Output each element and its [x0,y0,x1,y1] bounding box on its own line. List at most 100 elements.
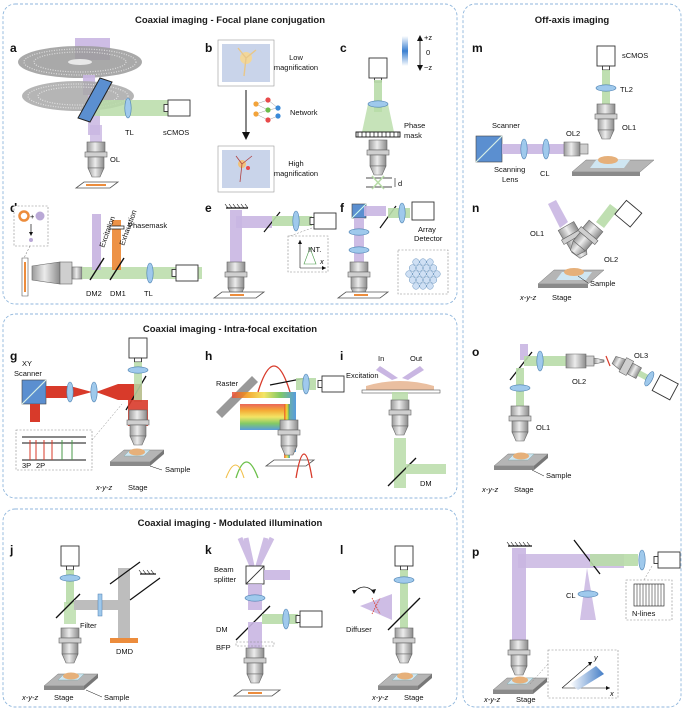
label-y-p: y [593,653,599,662]
section-box-intra [2,313,458,499]
panel-j: j Filter DMD Sample x-y-z Stage [9,543,161,702]
neural-network-icon [253,97,281,123]
label-ol2-o: OL2 [572,377,586,386]
label-mask: mask [404,131,422,140]
label-phasemask: Phasemask [128,221,167,230]
bfp [235,641,275,647]
section-title-modulated: Coaxial imaging - Modulated illumination [138,518,323,529]
section-box-offaxis [462,3,682,708]
panel-letter-n: n [472,201,479,215]
panel-p: p CL N-lines x-y-z Stage y x [472,539,681,704]
label-stage-g: x-y-z [95,483,112,492]
label-zplus: +z [424,33,432,42]
label-tl: TL [125,128,134,137]
label-dm-k: DM [216,625,228,634]
panel-letter-o: o [472,345,479,359]
label-sample-o: Sample [546,471,571,480]
panel-letter-l: l [340,543,343,557]
label-zero: 0 [426,48,430,57]
panel-d: d + Excitation Exhaustion Phasemask DM2 … [10,201,202,298]
label-bfp: BFP [216,643,231,652]
label-x-p: x [609,689,614,698]
panel-i: i In Out Excitation DM [340,349,446,488]
section-box-focal [2,3,458,305]
gaussian-multicolor [235,461,259,479]
label-stage2-g: Stage [128,483,148,492]
label-high-mag: magnification [274,169,318,178]
inset-stripe [547,649,619,699]
diffuser-icon [371,597,381,615]
panel-b: b Low magnification Network High magnifi… [205,39,318,193]
label-tl2: TL2 [620,85,633,94]
label-low-mag: magnification [274,63,318,72]
label-dm-i: DM [420,479,432,488]
label-ol3: OL3 [634,351,648,360]
panel-letter-k: k [205,543,212,557]
label-ol2-m: OL2 [566,129,580,138]
label-dm2: DM2 [86,289,102,298]
label-stage-n: x-y-z [519,293,536,302]
label-x-e: x [319,257,324,266]
label-scanner-m: Scanner [492,121,520,130]
label-phase: Phase [404,121,425,130]
label-in: In [378,354,384,363]
panel-letter-j: j [9,543,13,557]
label-ol1-n: OL1 [530,229,544,238]
gaussian-red [257,365,291,393]
panel-letter-a: a [10,41,17,55]
section-title-offaxis: Off-axis imaging [535,15,610,26]
label-detector: Detector [414,234,443,243]
label-scanning: Scanning [494,165,525,174]
label-stage-p: x-y-z [483,695,500,704]
label-stage2-o: Stage [514,485,534,494]
panel-a: a TL sCMOS OL [10,38,191,189]
label-ol1-o: OL1 [536,423,550,432]
filter [97,593,103,617]
label-zminus: −z [424,63,432,72]
dmd [110,638,138,643]
label-excitation-i: Excitation [346,371,379,380]
label-cl-m: CL [540,169,550,178]
panel-l: l Diffuser x-y-z Stage [340,543,433,702]
label-array: Array [418,225,436,234]
label-ol: OL [110,155,120,164]
label-int: INT. [308,245,321,254]
section-title-intra: Coaxial imaging - Intra-focal excitation [143,324,317,335]
dm2 [89,257,105,281]
panel-letter-m: m [472,41,483,55]
panel-letter-c: c [340,41,347,55]
label-dm1: DM1 [110,289,126,298]
z-gradient-bar [402,36,408,66]
dichroic-mirror [77,77,113,123]
panel-e: e INT. x [205,201,337,299]
label-filter: Filter [80,621,97,630]
label-xy: XY [22,359,32,368]
label-scmos-m: sCMOS [622,51,648,60]
label-stage-l: x-y-z [371,693,388,702]
label-stage2-l: Stage [404,693,424,702]
label-3p: 3P [22,461,31,470]
label-network: Network [290,108,318,117]
label-stage2-n: Stage [552,293,572,302]
label-ol1-m: OL1 [622,123,636,132]
label-ol2-n: OL2 [604,255,618,264]
phasemask-d [109,225,125,230]
label-sample-g: Sample [165,465,190,474]
panel-letter-h: h [205,349,212,363]
label-low: Low [289,53,303,62]
label-splitter: splitter [214,575,237,584]
label-beam: Beam [214,565,234,574]
section-title-focal: Coaxial imaging - Focal plane conjugatio… [135,15,325,26]
panel-k: k Beam splitter DM BFP [205,536,323,697]
label-scanner-g: Scanner [14,369,42,378]
panel-n: n OL1 OL2 Sample x-y-z Stage [472,199,643,302]
panel-letter-p: p [472,545,479,559]
dm1 [109,257,125,281]
label-stage-j: x-y-z [21,693,38,702]
panel-g: g XY Scanner Sample 3P 2P x-y-z Stage [10,337,190,492]
panel-letter-d: d [10,201,17,215]
label-out: Out [410,354,423,363]
label-scmos: sCMOS [163,128,189,137]
label-cl-p: CL [566,591,576,600]
